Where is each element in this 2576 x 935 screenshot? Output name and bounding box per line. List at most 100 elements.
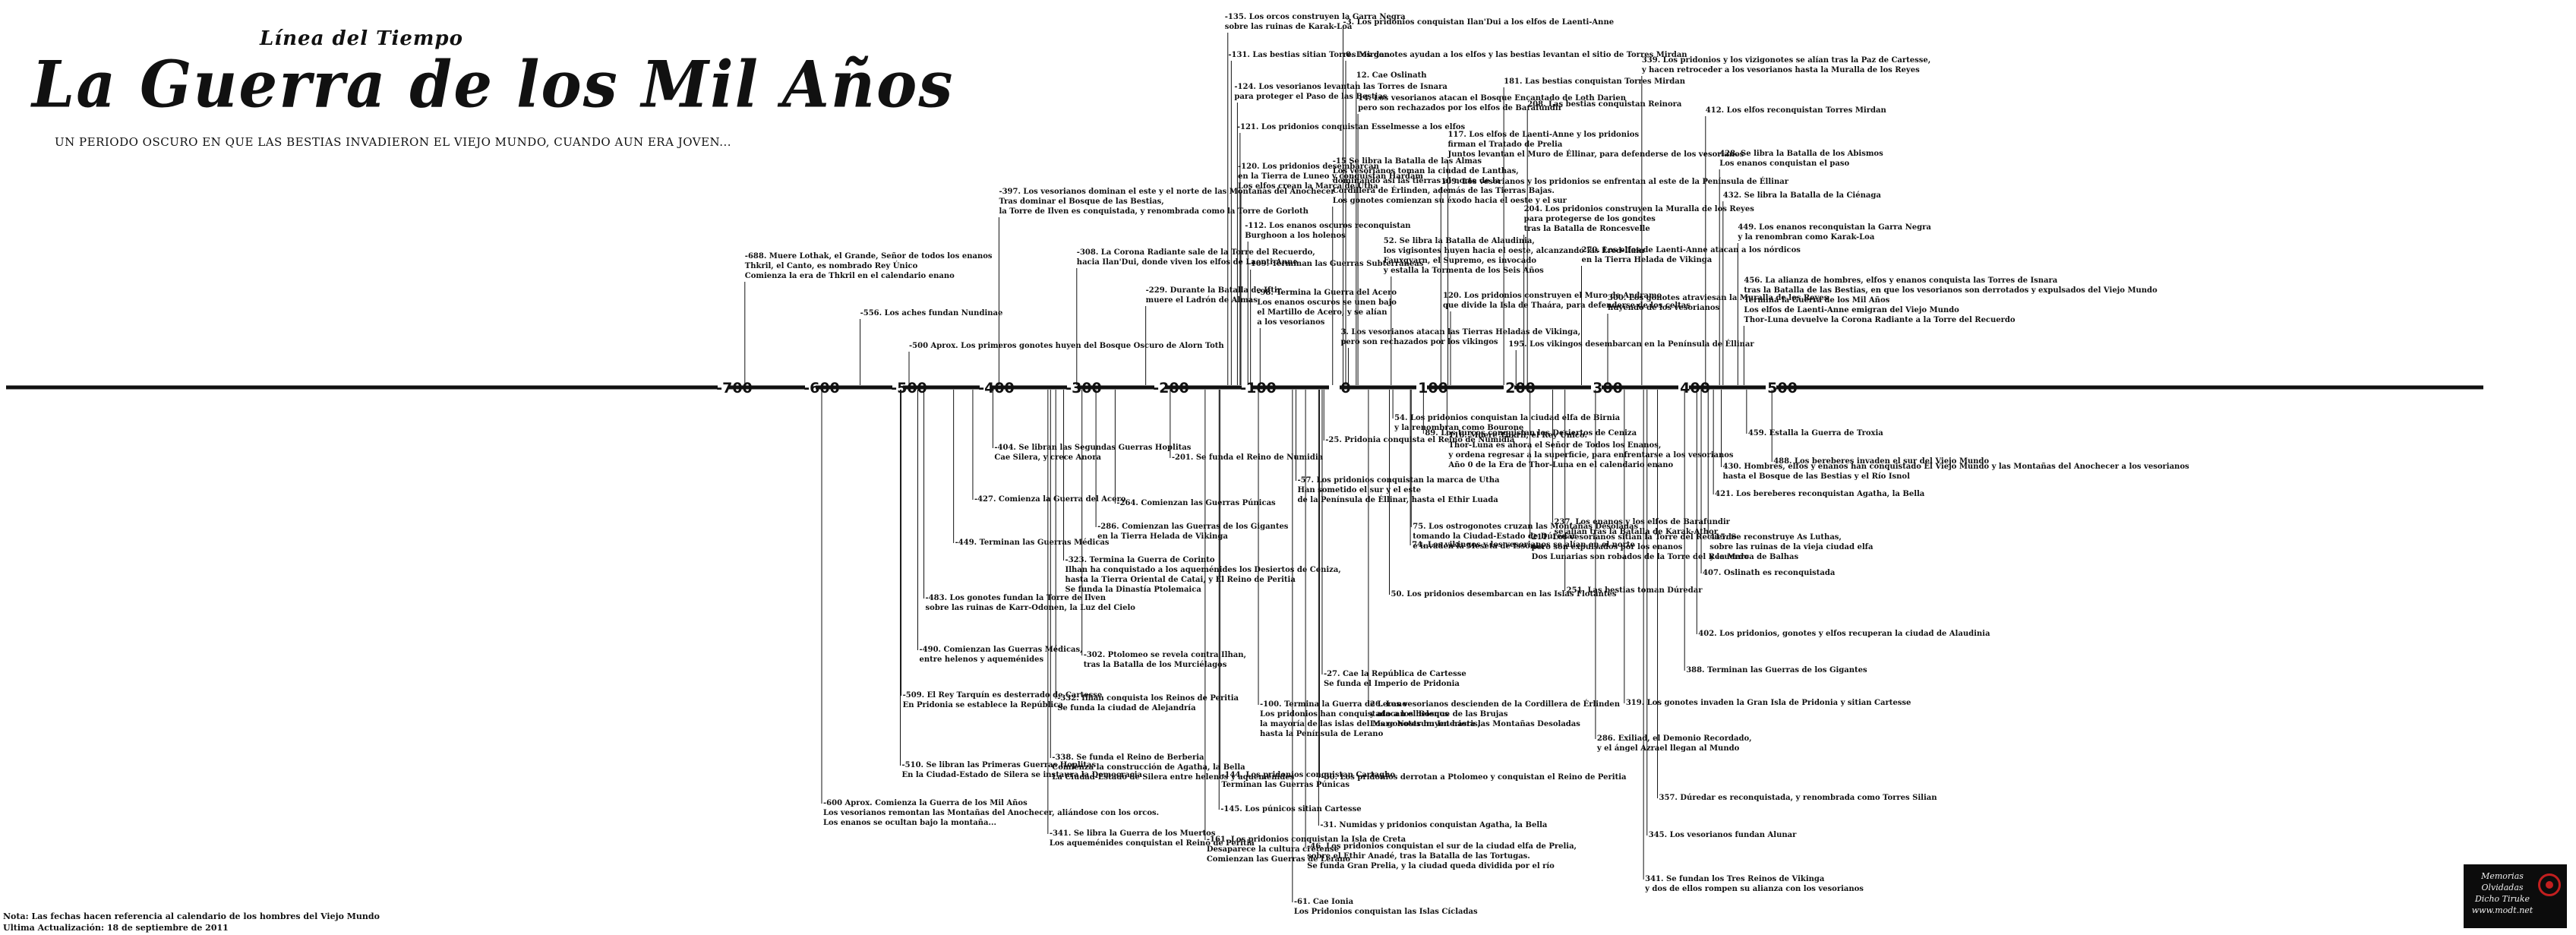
event-line: muere el Ladrón de Almas bbox=[1146, 296, 1258, 305]
event-line: sobre las ruinas de la vieja ciudad elfa bbox=[1709, 543, 1874, 551]
event-line: -31. Numidas y pridonios conquistan Agat… bbox=[1320, 821, 1548, 829]
event-line: la mayoría de las islas del Mare Nostrum… bbox=[1260, 720, 1480, 728]
event-line: en la Tierra de Luneo y conquistan Harda… bbox=[1238, 172, 1423, 181]
event-line: -112. Los enanos oscuros reconquistan bbox=[1245, 222, 1411, 230]
event-line: 26. Los vesorianos descienden de la Cord… bbox=[1370, 700, 1621, 709]
footer-updated: Ultima Actualización: 18 de septiembre d… bbox=[3, 923, 229, 933]
event-label: 195. Los vikingos desembarcan en la Pení… bbox=[1508, 340, 1754, 349]
event-line: Los elfos crean la Marca de Utha bbox=[1238, 182, 1378, 191]
event-line: -161. Los pridonios conquistan la Isla d… bbox=[1207, 835, 1406, 844]
event-line: 421. Los bereberes reconquistan Agatha, … bbox=[1715, 490, 1925, 498]
event-line: Comienzan las Guerras de Lerano bbox=[1207, 855, 1350, 864]
event-line: 54. Los pridonios conquistan la ciudad e… bbox=[1394, 414, 1621, 422]
event-line: y estalla la Tormenta de los Seis Años bbox=[1383, 267, 1544, 275]
event-label: -201. Se funda el Reino de Numidia bbox=[1172, 453, 1324, 462]
event-line: tomando la Ciudad-Estado de Dúredar bbox=[1413, 532, 1577, 541]
event-label: 339. Los pridonios y los vizigonotes se … bbox=[1641, 56, 1930, 74]
event-line: e invaden la Meseta de Issonia bbox=[1413, 542, 1544, 551]
event-label: 74. Los vikingos y los vesorianos se alí… bbox=[1412, 541, 1635, 549]
event-line: para proteger el Paso de las Bestias bbox=[1234, 93, 1387, 101]
event-label: 120. Los pridonios construyen el Muro de… bbox=[1443, 292, 1690, 310]
event-line: 270. Los elfos de Laenti-Anne atacan a l… bbox=[1582, 246, 1801, 254]
event-line: 109. Los vesorianos y los pridonios se e… bbox=[1441, 177, 1788, 186]
event-line: -46. Los pridonios conquistan el sur de … bbox=[1307, 842, 1577, 851]
event-label: 341. Se fundan los Tres Reinos de Viking… bbox=[1644, 875, 1864, 893]
event-line: el Martillo de Acero, y se alían bbox=[1257, 308, 1387, 317]
event-line: Se funda Gran Prelia, y la ciudad queda … bbox=[1307, 862, 1555, 870]
event-line: Burghoon a los holenos bbox=[1245, 232, 1346, 240]
event-label: 181. Las bestias conquistan Torres Mirda… bbox=[1504, 77, 1686, 86]
axis-tick-label: 400 bbox=[1680, 380, 1710, 396]
event-label: -161. Los pridonios conquistan la Isla d… bbox=[1207, 835, 1406, 864]
event-line: pero son rechazados por los elfos de Bar… bbox=[1358, 104, 1563, 112]
event-label: 459. Estalla la Guerra de Troxia bbox=[1748, 429, 1883, 437]
event-line: hasta la Península de Lerano bbox=[1260, 730, 1384, 738]
event-line: huyendo de los vesorianos bbox=[1608, 304, 1720, 312]
tagline: UN PERIODO OSCURO EN QUE LAS BESTIAS INV… bbox=[55, 135, 731, 149]
event-line: y el ángel Azrael llegan al Mundo bbox=[1596, 744, 1740, 753]
event-label: 12. Cae Oslinath bbox=[1356, 71, 1427, 80]
event-line: Cordillera de Érlinden, además de las Ti… bbox=[1333, 186, 1555, 195]
events-below: -600 Aprox. Comienza la Guerra de los Mi… bbox=[821, 390, 2189, 916]
event-line: 319. Los gonotes invaden la Gran Isla de… bbox=[1626, 699, 1911, 707]
event-line: -131. Las bestias sitian Torres Mirdan bbox=[1228, 51, 1390, 59]
event-line: 407. Oslinath es reconquistada bbox=[1703, 569, 1836, 577]
event-label: 109. Los vesorianos y los pridonios se e… bbox=[1441, 177, 1788, 186]
event-line: -229. Durante la Batalla de Iftir, bbox=[1146, 286, 1283, 295]
event-line: 211. Los vesorianos sitian la Torre del … bbox=[1532, 533, 1737, 542]
brand-box[interactable]: Memorias Olvidadas Dicho Tiruke www.modt… bbox=[2464, 864, 2567, 928]
event-label: -229. Durante la Batalla de Iftir,muere … bbox=[1146, 286, 1283, 305]
axis-tick-label: 100 bbox=[1418, 380, 1448, 396]
event-line: -510. Se libran las Primeras Guerras Hop… bbox=[902, 761, 1097, 769]
event-line: -341. Se libra la Guerra de los Muertos bbox=[1050, 829, 1216, 838]
event-label: -124. Los vesorianos levantan las Torres… bbox=[1234, 83, 1447, 101]
event-line: 459. Estalla la Guerra de Troxia bbox=[1748, 429, 1883, 437]
event-line: -600 Aprox. Comienza la Guerra de los Mi… bbox=[823, 799, 1028, 807]
event-label: -332. Ilhan conquista los Reinos de Peri… bbox=[1057, 694, 1239, 712]
event-line: en la Tierra Helada de Vikinga bbox=[1097, 532, 1228, 541]
event-line: -490. Comienzan las Guerras Médicas, bbox=[920, 646, 1083, 654]
event-label: 488. Los bereberes invaden el sur del Vi… bbox=[1773, 457, 1989, 466]
event-label: -121. Los pridonios conquistan Esselmess… bbox=[1237, 123, 1466, 131]
event-label: -57. Los pridonios conquistan la marca d… bbox=[1297, 476, 1500, 504]
event-line: 237. Los enanos y los elfos de Barafundi… bbox=[1555, 518, 1731, 526]
event-line: -688. Muere Lothak, el Grande, Señor de … bbox=[745, 252, 993, 261]
event-line: 432. Se libra la Batalla de la Ciénaga bbox=[1723, 191, 1882, 200]
event-line: 204. Los pridonios construyen la Muralla… bbox=[1524, 205, 1755, 213]
event-line: Los vesorianos toman la ciudad de Lantha… bbox=[1333, 167, 1519, 175]
event-label: -397. Los vesorianos dominan el este y e… bbox=[999, 188, 1335, 216]
event-line: Han sometido el sur y el este bbox=[1297, 486, 1421, 494]
event-line: -302. Ptolomeo se revela contra Ilhan, bbox=[1084, 651, 1246, 659]
event-line: firman el Tratado de Prelia bbox=[1448, 141, 1563, 149]
event-label: -490. Comienzan las Guerras Médicas,entr… bbox=[920, 646, 1083, 664]
event-label: 50. Los pridonios desembarcan en las Isl… bbox=[1391, 590, 1617, 599]
event-label: -131. Las bestias sitian Torres Mirdan bbox=[1228, 51, 1390, 59]
event-line: -308. La Corona Radiante sale de la Torr… bbox=[1077, 248, 1315, 257]
event-label: 14. Los vesorianos atacan el Bosque Enca… bbox=[1358, 94, 1627, 112]
event-label: -109. Terminan las Guerras Subterráneas bbox=[1248, 260, 1424, 268]
event-line: La Ciudad-Estado de Silera entre helenos… bbox=[1052, 773, 1294, 782]
event-label: 456. La alianza de hombres, elfos y enan… bbox=[1744, 276, 2158, 324]
event-line: Thor-Luna es ahora el Señor de Todos los… bbox=[1448, 441, 1661, 450]
event-line: Ilhan ha conquistado a los aqueménides l… bbox=[1065, 566, 1341, 574]
event-line: Fauxgyarn, el Supremo, es invocado bbox=[1384, 257, 1537, 265]
event-line: 195. Los vikingos desembarcan en la Pení… bbox=[1508, 340, 1754, 349]
event-label: 357. Dúredar es reconquistada, y renombr… bbox=[1659, 794, 1938, 802]
event-line: Comienza la construcción de Agatha, la B… bbox=[1052, 763, 1245, 772]
event-line: -449. Terminan las Guerras Médicas bbox=[955, 539, 1110, 547]
event-label: 432. Se libra la Batalla de la Ciénaga bbox=[1723, 191, 1882, 200]
event-line: -61. Cae Ionia bbox=[1294, 898, 1354, 906]
event-line: 341. Se fundan los Tres Reinos de Viking… bbox=[1645, 875, 1825, 883]
axis-tick-label: -600 bbox=[803, 380, 840, 396]
event-line: 3. Los vesorianos atacan las Tierras Hel… bbox=[1340, 328, 1580, 336]
event-line: 428. Se libra la Batalla de los Abismos bbox=[1719, 150, 1883, 158]
event-label: 430. Hombres, elfos y enanos han conquis… bbox=[1723, 463, 2189, 481]
event-line: Terminan las Guerras Púnicas bbox=[1221, 781, 1350, 789]
event-line: -556. Los aches fundan Nundinae bbox=[860, 309, 1003, 317]
event-line: -15 Se libra la Batalla de las Almas bbox=[1333, 157, 1482, 166]
event-line: 12. Cae Oslinath bbox=[1356, 71, 1427, 80]
